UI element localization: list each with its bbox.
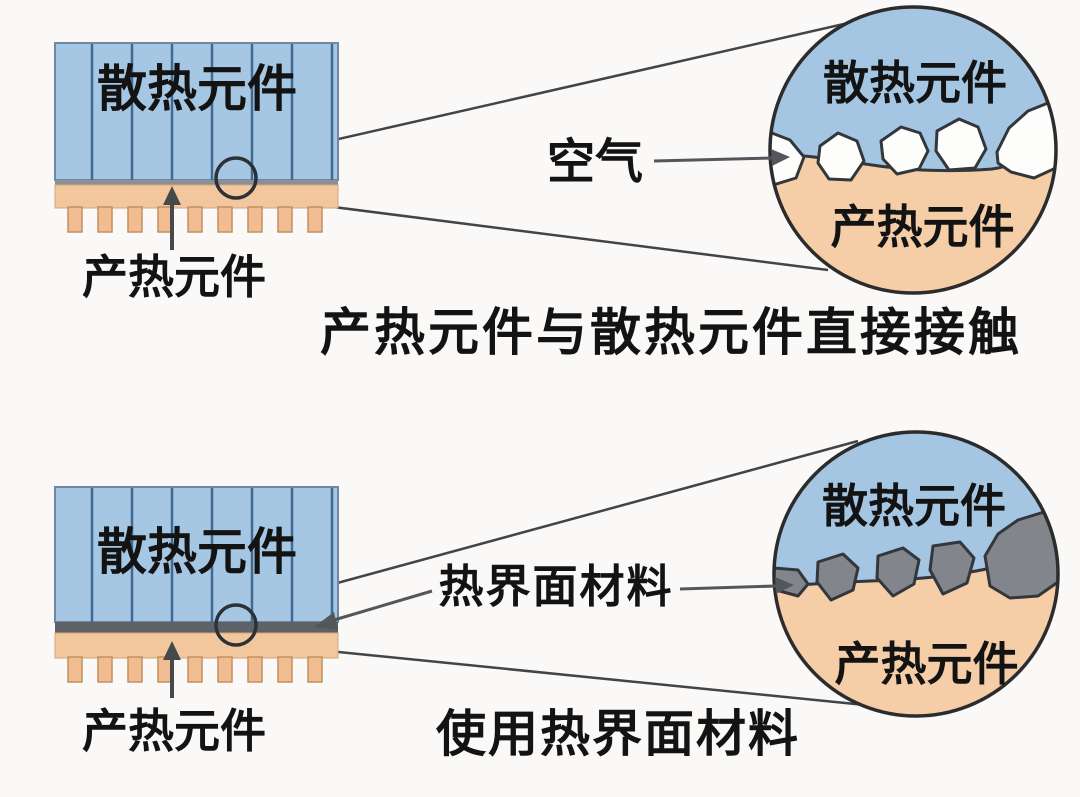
heat-source-slab-bottom [54, 632, 339, 659]
tim-label: 热界面材料 [438, 562, 674, 612]
tim-blobs [774, 510, 1058, 602]
heatsink-block-bottom [54, 486, 339, 683]
contact-interface-line-top [55, 180, 338, 185]
heatsink-label-bottom: 散热元件 [97, 524, 297, 580]
tim-pointer-arrow-left [314, 589, 433, 630]
heat-source-arrow-top [163, 186, 181, 250]
magnifier-spot-top [214, 156, 258, 200]
air-label: 空气 [546, 136, 643, 189]
zoom-heatsink-label-bottom: 散热元件 [822, 481, 1006, 532]
zoom-heat-source-label-top: 产热元件 [830, 202, 1015, 253]
air-pointer-arrow [653, 149, 790, 166]
heat-source-label-bottom: 产热元件 [82, 706, 266, 757]
magnifier-lines-bottom [241, 439, 876, 708]
heat-source-arrow-bottom [163, 641, 181, 698]
tim-pointer-arrow-right [679, 577, 794, 594]
heat-source-slab-top [54, 184, 339, 209]
heatsink-fins-bottom [90, 488, 334, 622]
heatsink-fins-top [90, 44, 334, 180]
zoom-circle-bottom [772, 430, 1060, 718]
zoom-heatsink-label-top: 散热元件 [823, 58, 1007, 109]
zoom-circle-top [768, 5, 1058, 295]
magnifier-lines-top [241, 19, 858, 272]
heatsink-label-top: 散热元件 [97, 61, 297, 117]
heat-source-label-top: 产热元件 [82, 252, 266, 303]
caption-with-tim: 使用热界面材料 [436, 706, 800, 762]
heatsink-block-top [54, 42, 339, 233]
heat-source-pins-bottom [67, 656, 323, 683]
air-gap-blobs [770, 101, 1056, 188]
zoom-heat-source-label-bottom: 产热元件 [834, 639, 1019, 690]
magnifier-spot-bottom [214, 603, 258, 647]
heat-source-pins-top [67, 206, 323, 233]
tim-layer-strip [55, 622, 338, 633]
caption-direct-contact: 产热元件与散热元件直接接触 [320, 306, 1023, 362]
